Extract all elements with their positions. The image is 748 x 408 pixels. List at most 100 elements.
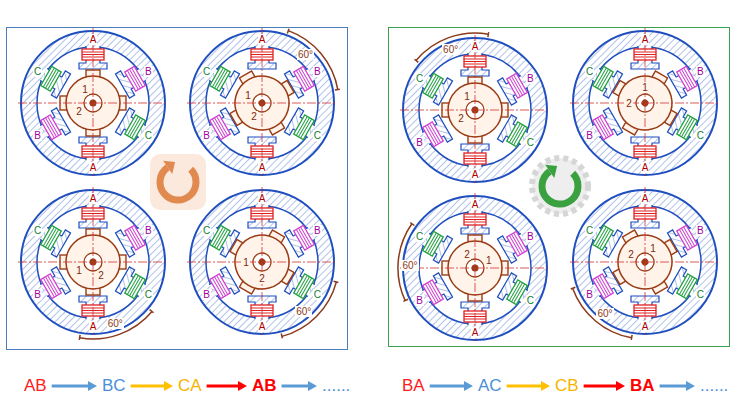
pole-label: C [526, 137, 535, 148]
sequence-step: BC [100, 376, 128, 396]
right-panel [389, 28, 730, 347]
sequence-step: BA [628, 376, 657, 396]
tooth-number: 1 [463, 91, 471, 102]
stepper-motor [187, 187, 337, 337]
pole-label: B [526, 73, 535, 84]
pole-label: A [641, 193, 650, 204]
tooth-number: 1 [75, 265, 83, 276]
pole-label: B [585, 289, 594, 300]
step-arrow [52, 381, 97, 391]
arrow-head [686, 381, 695, 391]
tooth-number: 2 [627, 249, 635, 260]
pole-label: B [144, 66, 153, 77]
step-text: BA [630, 376, 655, 395]
pole-label: C [696, 130, 705, 141]
pole-label: A [258, 321, 267, 332]
tooth-number: 1 [81, 84, 89, 95]
pole-label: C [585, 66, 594, 77]
arrow-line [52, 385, 90, 388]
pole-label: B [696, 225, 705, 236]
rotation-icon [532, 158, 588, 214]
stepper-motor [570, 187, 720, 337]
tooth-number: 2 [457, 113, 465, 124]
angle-label: 60° [107, 318, 124, 329]
arrow-head [308, 381, 317, 391]
pole-label: A [258, 34, 267, 45]
angle-arc [79, 29, 632, 340]
pole-label: B [696, 66, 705, 77]
sequence-step: CA [176, 376, 204, 396]
step-text: AC [478, 376, 502, 395]
tooth-number: 2 [75, 106, 83, 117]
pole-label: B [202, 289, 211, 300]
pole-label: B [526, 231, 535, 242]
pole-label: C [313, 130, 322, 141]
pole-label: C [33, 66, 42, 77]
step-arrow [507, 381, 550, 391]
pole-label: B [585, 130, 594, 141]
pole-label: A [641, 34, 650, 45]
arrow-line [584, 385, 618, 388]
pole-label: A [471, 199, 480, 210]
pole-label: C [33, 225, 42, 236]
pole-label: A [89, 162, 98, 173]
pole-label: B [33, 289, 42, 300]
tooth-number: 1 [641, 82, 649, 93]
step-text: AB [252, 376, 277, 395]
tooth-number: 2 [463, 249, 471, 260]
pole-label: C [585, 225, 594, 236]
arrow-line [207, 385, 240, 388]
pole-label: C [144, 289, 153, 300]
tooth-number: 2 [258, 273, 266, 284]
angle-label: 60° [295, 306, 312, 317]
pole-label: C [202, 225, 211, 236]
step-text: CB [555, 376, 579, 395]
step-text: BC [102, 376, 126, 395]
pole-label: A [258, 162, 267, 173]
step-text: ...... [700, 376, 728, 395]
tooth-number: 1 [485, 255, 493, 266]
pole-label: B [313, 66, 322, 77]
sequence-step: AB [22, 376, 49, 396]
arrow-line [660, 385, 688, 388]
arrow-head [238, 381, 247, 391]
sequence-step: ...... [698, 376, 730, 396]
pole-label: A [89, 321, 98, 332]
arrow-line [282, 385, 310, 388]
pole-label: C [313, 289, 322, 300]
step-text: ...... [322, 376, 350, 395]
step-text: CA [178, 376, 202, 395]
pole-label: B [144, 225, 153, 236]
pole-label: B [33, 130, 42, 141]
sequence-step: ...... [320, 376, 352, 396]
angle-label: 60° [596, 308, 613, 319]
pole-label: A [641, 162, 650, 173]
step-arrow [207, 381, 247, 391]
pole-label: A [258, 193, 267, 204]
angle-label: 60° [401, 260, 418, 271]
step-arrow [430, 381, 473, 391]
tooth-number: 1 [244, 90, 252, 101]
angle-label: 60° [297, 49, 314, 60]
sequence-step: CB [553, 376, 581, 396]
arrow-head [616, 381, 625, 391]
pole-label: C [144, 130, 153, 141]
pole-label: C [696, 289, 705, 300]
tooth-number: 1 [649, 243, 657, 254]
stepper-motor [187, 28, 337, 178]
pole-label: C [202, 66, 211, 77]
pole-label: C [415, 73, 424, 84]
pole-label: B [202, 130, 211, 141]
step-text: AB [24, 376, 47, 395]
pole-label: A [89, 193, 98, 204]
stepper-motor [18, 28, 168, 178]
tooth-number: 2 [625, 98, 633, 109]
pole-label: A [641, 321, 650, 332]
arrow-line [507, 385, 543, 388]
stepper-motor [400, 35, 550, 185]
arrow-head [464, 381, 473, 391]
pole-label: A [471, 327, 480, 338]
